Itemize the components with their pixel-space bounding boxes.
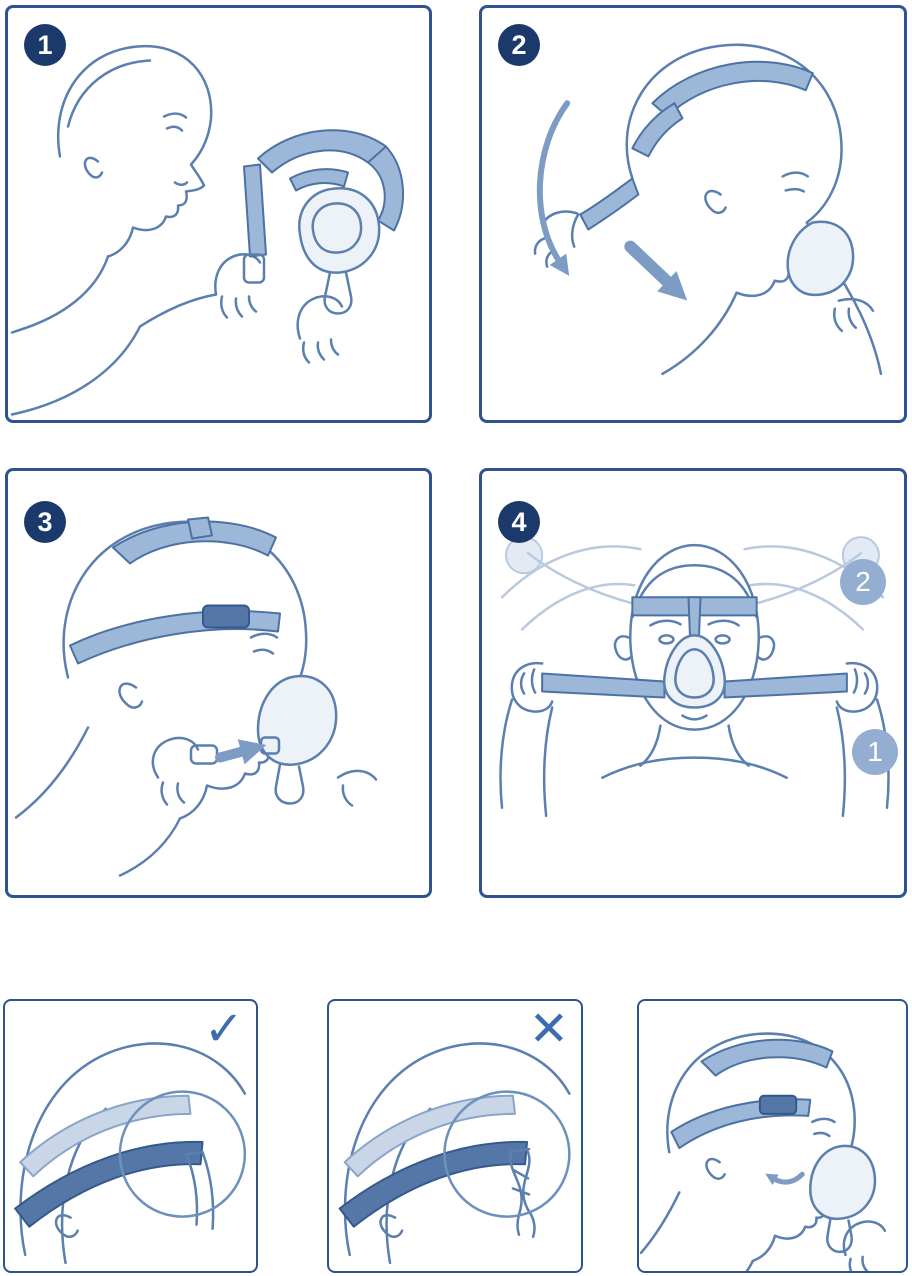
illustration-final-seal-check: [639, 1032, 887, 1271]
illustration-step-4-adjust-straps: [499, 536, 890, 818]
mask-frame: [242, 187, 381, 315]
step-panel-3: 3: [5, 468, 432, 898]
headgear-straps: [670, 1038, 834, 1150]
upper-strap-annotation: 2: [840, 559, 886, 605]
step-panel-1: 1: [5, 5, 432, 423]
step-panel-4: 4 2 1: [479, 468, 907, 898]
step-number-badge-2: 2: [498, 24, 540, 66]
ghost-arms-upper-straps: [500, 536, 885, 631]
down-arrow-icon: [624, 240, 688, 301]
person-profile: [14, 520, 308, 877]
check-seal-arrow-icon: [765, 1171, 805, 1186]
headgear-straps: [69, 516, 281, 665]
step-number-badge-4: 4: [498, 501, 540, 543]
person-profile: [10, 45, 344, 416]
result-panel-correct: ✓: [3, 999, 258, 1273]
strap-junction-flat: [185, 1150, 215, 1230]
mask-and-fists: [499, 634, 890, 818]
illustration-strap-correct: [14, 1042, 247, 1265]
step-number-badge-3: 3: [24, 501, 66, 543]
person-profile: [639, 1032, 856, 1271]
highlight-circle: [443, 1090, 571, 1218]
mask-and-hand: [809, 1144, 887, 1271]
face-front: [601, 543, 788, 779]
pull-over-arrow-icon: [536, 100, 571, 276]
attach-arrow-icon: [215, 739, 267, 765]
result-panel-incorrect: ✕: [327, 999, 583, 1273]
illustration-step-1-hold-mask: [10, 45, 404, 416]
highlight-circle: [118, 1090, 247, 1218]
straps: [338, 1094, 529, 1228]
illustration-strap-twisted: [338, 1042, 571, 1265]
headgear-straps: [579, 60, 814, 231]
lower-strap-annotation: 1: [852, 729, 898, 775]
illustration-step-2-pull-over-head: [533, 43, 883, 376]
illustration-step-3-attach-clip: [14, 516, 378, 877]
cross-icon: ✕: [528, 1001, 569, 1057]
headgear-straps: [243, 129, 404, 258]
mask-and-hands: [151, 674, 378, 807]
check-icon: ✓: [203, 1001, 244, 1057]
step-number-badge-1: 1: [24, 24, 66, 66]
hands-and-mask: [533, 210, 875, 333]
step-panel-2: 2: [479, 5, 907, 423]
result-panel-final-check: [637, 999, 908, 1273]
headgear-straps: [541, 596, 848, 699]
